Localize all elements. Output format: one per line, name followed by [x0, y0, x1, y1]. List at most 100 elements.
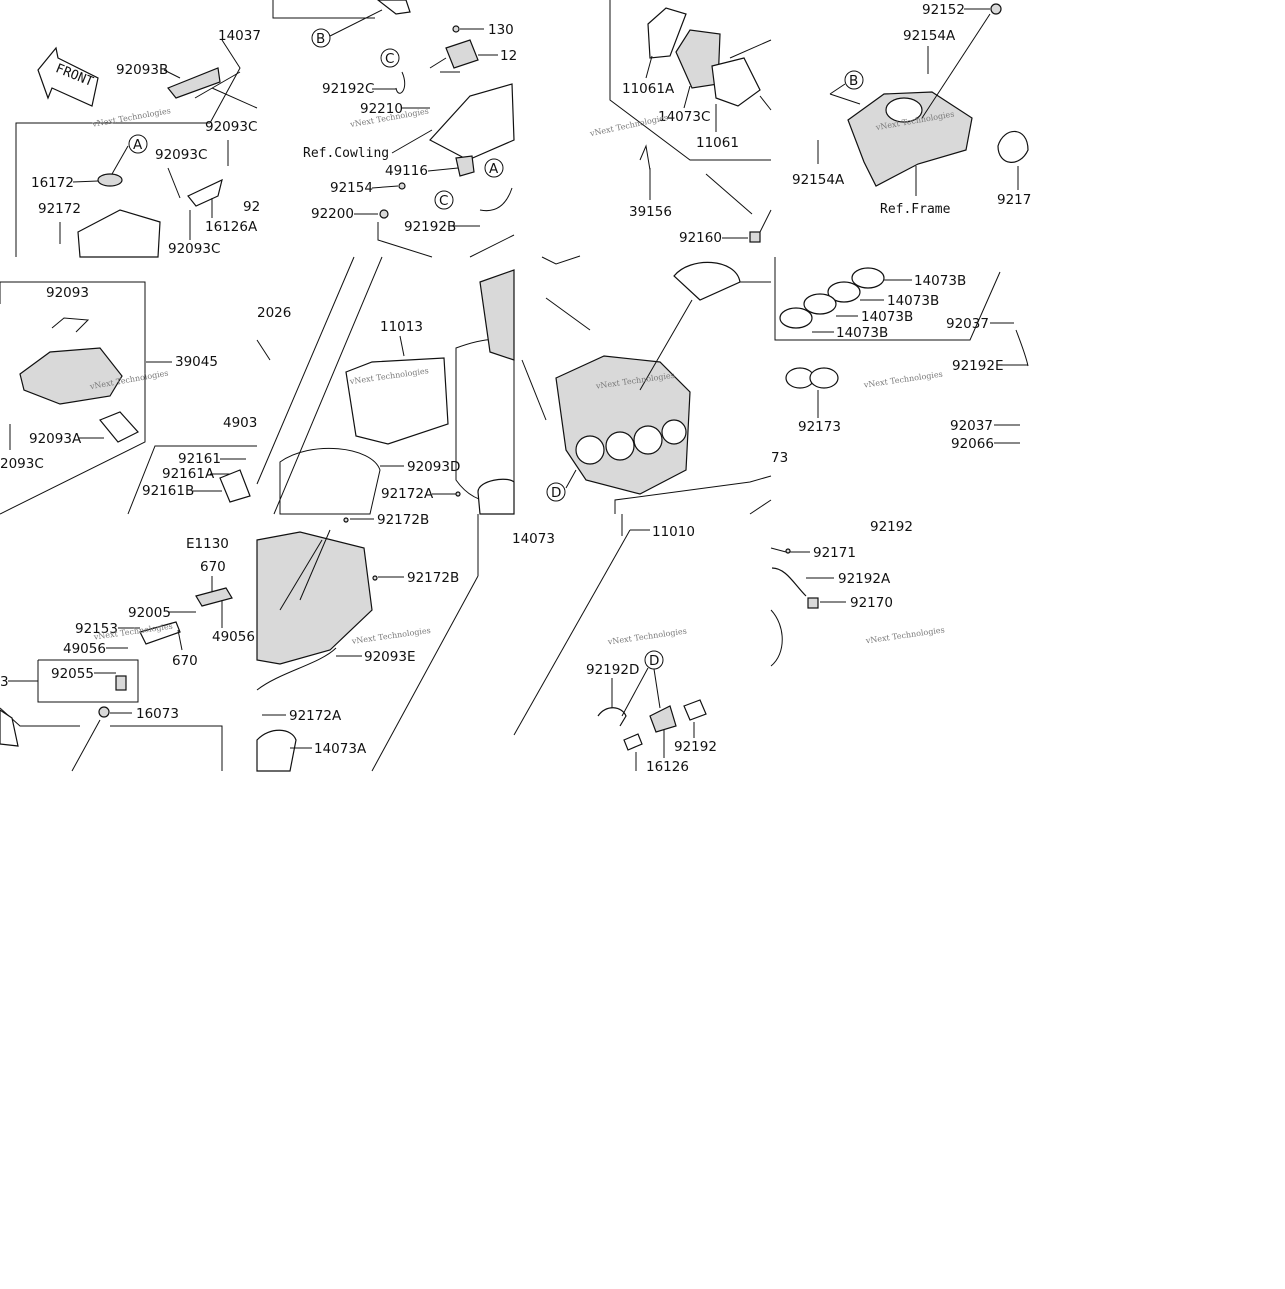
watermark: vNext Technologies	[606, 626, 687, 646]
frame-cover-part	[847, 91, 973, 187]
tile-air-filter-top: 11061A 14073C 11061 39156 92160 vNext Te…	[588, 0, 772, 246]
tile-inlet-duct: 92093 39045 92093A 2093C 2026 4903 92161…	[0, 281, 291, 515]
front-arrow-icon: FRONT	[37, 46, 99, 107]
part-label: 670	[172, 653, 198, 669]
part-label: 670	[200, 559, 226, 575]
part-label: 2093C	[0, 456, 44, 472]
part-label: 9217	[997, 192, 1031, 208]
filter-cover-part	[675, 29, 721, 89]
part-label: 14073B	[887, 293, 939, 309]
callout-b-marker	[311, 28, 331, 48]
part-label: 92172A	[289, 708, 342, 724]
part-label: 92192C	[322, 81, 374, 97]
part-label: 14073B	[861, 309, 913, 325]
part-label: 92192	[870, 519, 913, 535]
part-label: 16073	[136, 706, 179, 722]
part-label: 92171	[813, 545, 856, 561]
part-label: 14037	[218, 28, 261, 44]
part-label: 92153	[75, 621, 118, 637]
part-label: 92093C	[205, 119, 257, 135]
part-label: 92172B	[377, 512, 429, 528]
tile-sensor-assembly: E1130 670 92005 49056 92153 49056 670 92…	[0, 536, 255, 772]
callout-letter: D	[551, 485, 561, 501]
part-label: 14073C	[658, 109, 710, 125]
drain-hose-part	[771, 567, 807, 597]
part-label: 16172	[31, 175, 74, 191]
tile-air-duct-left: FRONT 14037 92093B 92093C 92093C A 16172…	[15, 28, 261, 258]
part-label: 92161	[178, 451, 221, 467]
part-label: 39156	[629, 204, 672, 220]
part-label: 73	[771, 450, 788, 466]
gasket-ring-part	[711, 57, 761, 107]
tile-frame-cover: 92152 92154A B 92154A Ref.Frame 9217 vNe…	[792, 2, 1031, 217]
part-label: 92154A	[792, 172, 845, 188]
part-label: 14073B	[836, 325, 888, 341]
air-box-base-part	[256, 531, 373, 665]
inlet-duct-part	[19, 347, 123, 405]
part-label: 2026	[257, 305, 291, 321]
watermark: vNext Technologies	[350, 626, 431, 646]
callout-c-marker	[380, 48, 400, 68]
part-label: 92093A	[29, 431, 82, 447]
part-label: 92173	[798, 419, 841, 435]
part-label: 92055	[51, 666, 94, 682]
part-label: 49116	[385, 163, 428, 179]
part-label: 92037	[946, 316, 989, 332]
part-label: 92154	[330, 180, 373, 196]
bracket-part	[187, 178, 223, 207]
part-label: 92192E	[952, 358, 1003, 374]
clamp-part	[997, 130, 1029, 163]
part-label: 49056	[212, 629, 255, 645]
part-label: 92200	[311, 206, 354, 222]
hose-part	[597, 707, 627, 727]
callout-letter: A	[133, 137, 143, 153]
valve-part	[445, 39, 479, 69]
part-label: 92210	[360, 101, 403, 117]
part-label: 92093C	[155, 147, 207, 163]
part-label: 3	[0, 674, 9, 690]
cowling-bracket-part	[429, 83, 515, 161]
seal-part	[99, 411, 139, 443]
grommet-part	[97, 173, 123, 187]
part-label: 92093	[46, 285, 89, 301]
callout-c-marker	[434, 190, 454, 210]
part-label: 130	[488, 22, 514, 38]
callout-b-marker	[844, 70, 864, 90]
tile-funnel-clamps: 14073B 14073B 14073B 14073B 92037 92192E…	[771, 257, 1029, 535]
callout-letter: C	[385, 51, 394, 67]
gasket-part	[647, 7, 687, 59]
part-label: 92192B	[404, 219, 456, 235]
part-label: 4903	[223, 415, 257, 431]
callout-d-marker	[546, 482, 566, 502]
part-label: 92160	[679, 230, 722, 246]
callout-letter: B	[849, 73, 858, 89]
part-label: 16126	[646, 759, 689, 775]
tile-ref-label: E1130	[186, 536, 229, 552]
gasket-part	[279, 447, 381, 515]
air-box-lower-part	[77, 209, 161, 258]
part-label: 14073B	[914, 273, 966, 289]
part-label: 92170	[850, 595, 893, 611]
gasket-outline-part	[455, 339, 515, 503]
part-label: 11061A	[622, 81, 675, 97]
part-label: 92093E	[364, 649, 415, 665]
tile-air-box-base: 92172B 92172B 92093E 92172A 14073A 14073…	[256, 512, 555, 772]
valve-part	[649, 705, 677, 733]
callout-letter: C	[439, 193, 448, 209]
part-label: 39045	[175, 354, 218, 370]
part-label: 11013	[380, 319, 423, 335]
watermark: vNext Technologies	[862, 370, 943, 390]
tile-cowling-bracket: B 130 12 C 92192C 92210 Ref.Cowling 4911…	[272, 0, 517, 258]
part-label: 14073A	[314, 741, 367, 757]
part-label: 92093D	[407, 459, 460, 475]
part-label: 92192	[674, 739, 717, 755]
part-label: 12	[500, 48, 517, 64]
part-label: 49056	[63, 641, 106, 657]
part-label: 92	[243, 199, 260, 215]
air-filter-element-part	[345, 357, 449, 445]
tile-drain-hose: 92171 92192A 92170 vNext Technologies	[770, 545, 945, 667]
callout-a-marker	[128, 134, 148, 154]
part-label: 92066	[951, 436, 994, 452]
callout-letter: A	[489, 161, 499, 177]
